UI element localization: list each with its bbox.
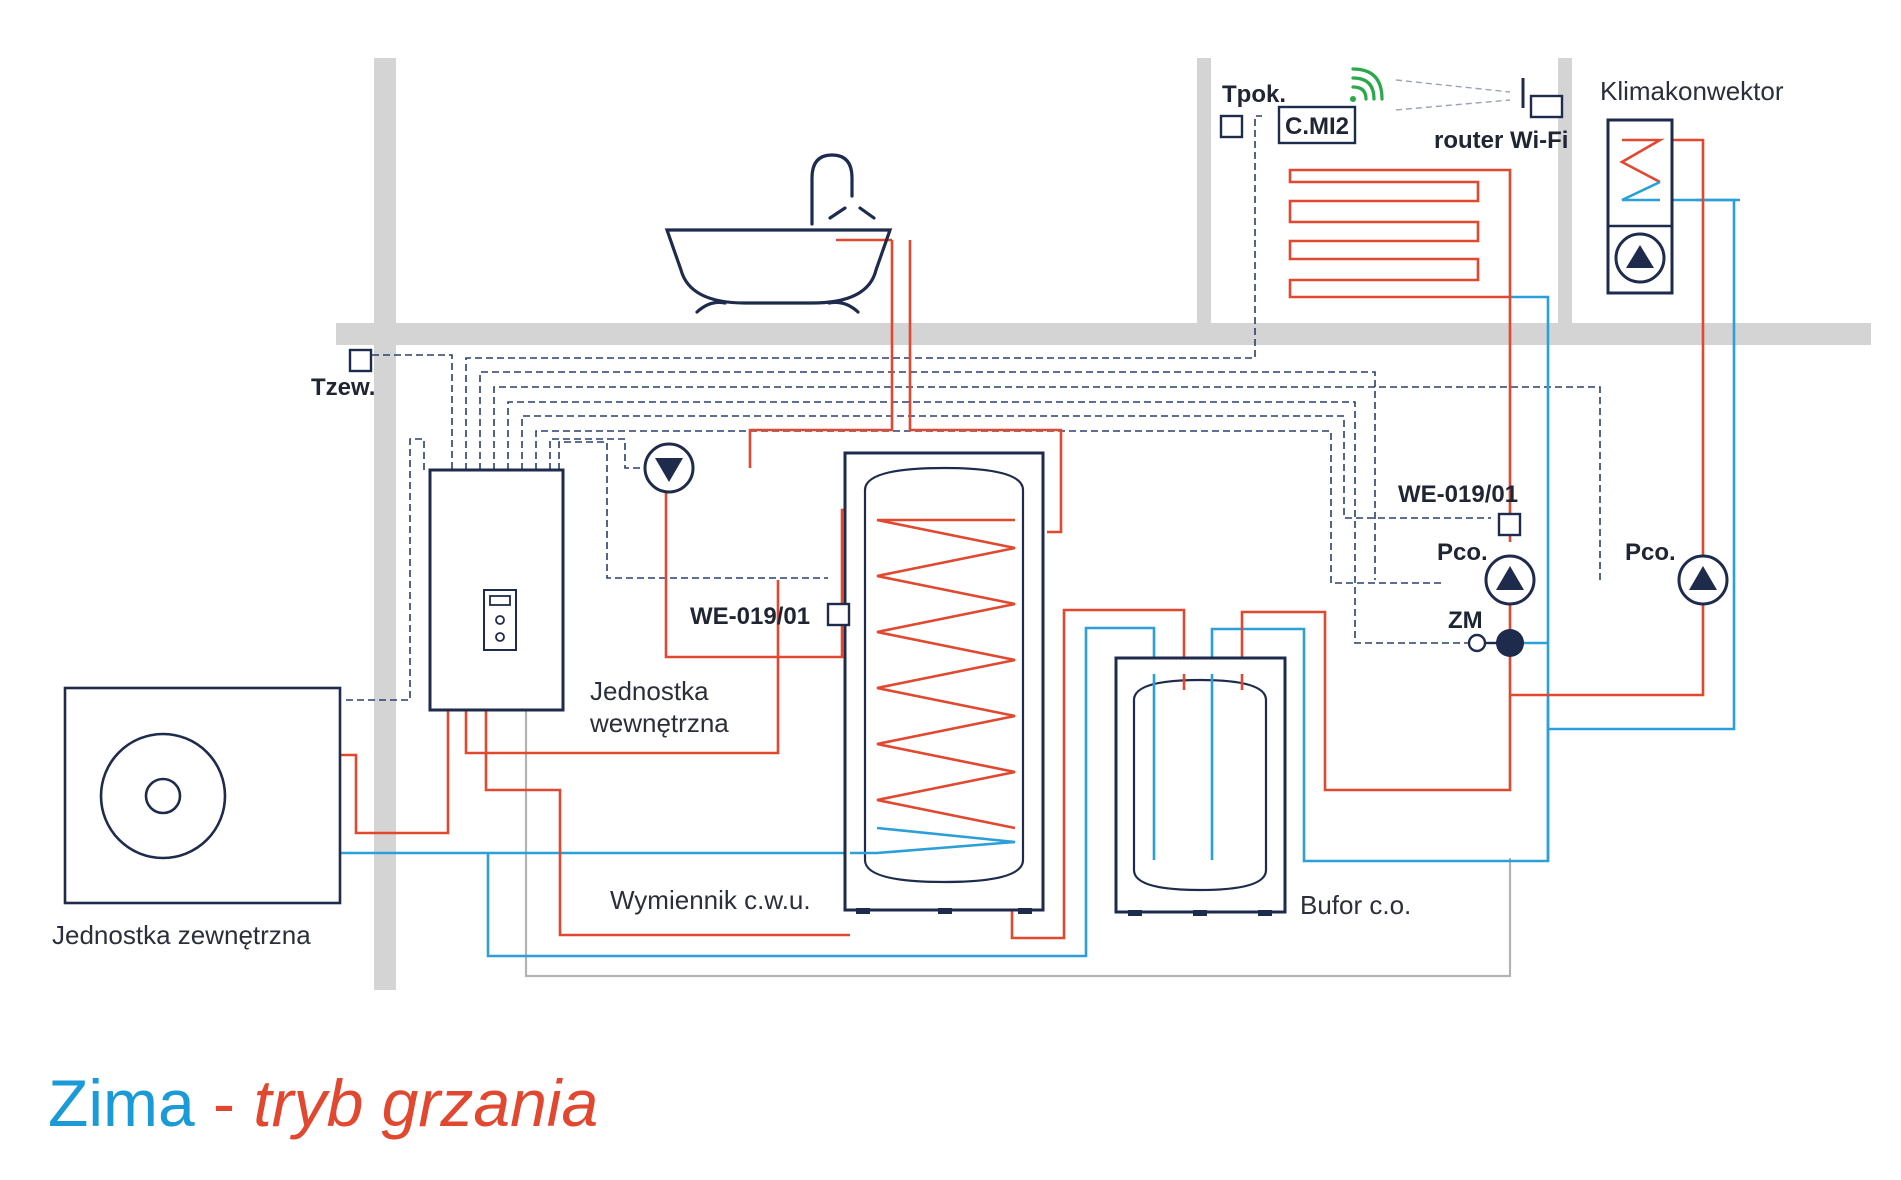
floor-heating-pump[interactable]	[1484, 554, 1536, 606]
pump-right-label: Pco.	[1625, 539, 1676, 566]
router-label: router Wi-Fi	[1434, 127, 1568, 154]
hot-pipes	[340, 138, 1705, 940]
mode-label: tryb grzania	[253, 1066, 599, 1140]
controller[interactable]: C.MI2	[1277, 105, 1357, 145]
router-icon[interactable]	[1521, 78, 1564, 119]
dhw-tank[interactable]	[843, 451, 1045, 914]
heating-sensor-label: WE-019/01	[1398, 481, 1518, 508]
fan-coil-pump[interactable]	[1677, 554, 1729, 606]
control-panel-icon	[483, 589, 517, 651]
caption-separator: -	[194, 1066, 254, 1140]
mixing-valve[interactable]	[1467, 629, 1524, 657]
cold-pipes	[340, 198, 1740, 958]
season-label: Zima	[48, 1066, 195, 1140]
dhw-temp-sensor[interactable]	[826, 602, 851, 627]
dhw-exchanger-label: Wymiennik c.w.u.	[610, 885, 811, 915]
fan-coil[interactable]	[1606, 118, 1674, 295]
buffer-label: Bufor c.o.	[1300, 890, 1411, 920]
room-temp-sensor[interactable]	[1219, 114, 1244, 139]
outdoor-temp-label: Tzew.	[311, 374, 375, 401]
heating-temp-sensor[interactable]	[1497, 512, 1522, 537]
dhw-sensor-label: WE-019/01	[690, 603, 810, 630]
pump-icon	[1689, 566, 1717, 590]
room-temp-label: Tpok.	[1222, 81, 1286, 108]
indoor-unit[interactable]	[428, 468, 565, 712]
controller-label: C.MI2	[1285, 113, 1349, 140]
fan-icon	[99, 732, 227, 860]
outdoor-unit-label: Jednostka zewnętrzna	[52, 920, 311, 950]
grey-return-pipe	[524, 710, 1512, 978]
wifi-icon	[1350, 67, 1384, 102]
mixing-valve-label: ZM	[1448, 607, 1483, 634]
pump-icon	[655, 458, 683, 482]
wifi-link	[1395, 79, 1511, 111]
mode-caption: Zima - tryb grzania	[48, 1065, 598, 1141]
dhw-coil-hot	[876, 518, 1016, 830]
dhw-coil-cold	[850, 826, 1016, 855]
buffer-tank[interactable]	[1114, 656, 1287, 916]
fan-coil-cold	[1621, 180, 1661, 202]
outdoor-temp-sensor[interactable]	[348, 348, 373, 373]
signal-wiring	[346, 115, 1601, 701]
bathtub-icon	[664, 153, 893, 314]
indoor-unit-label-line2: wewnętrzna	[589, 708, 729, 738]
indoor-unit-label-line1: Jednostka	[590, 676, 709, 706]
fan-coil-label: Klimakonwektor	[1600, 76, 1784, 106]
pump-icon	[1626, 245, 1654, 268]
building-walls	[336, 58, 1871, 990]
outdoor-unit[interactable]	[63, 686, 342, 905]
pump-left-label: Pco.	[1437, 539, 1488, 566]
dhw-pump[interactable]	[643, 442, 695, 494]
pump-icon	[1496, 566, 1524, 590]
fan-coil-hot	[1619, 138, 1665, 184]
